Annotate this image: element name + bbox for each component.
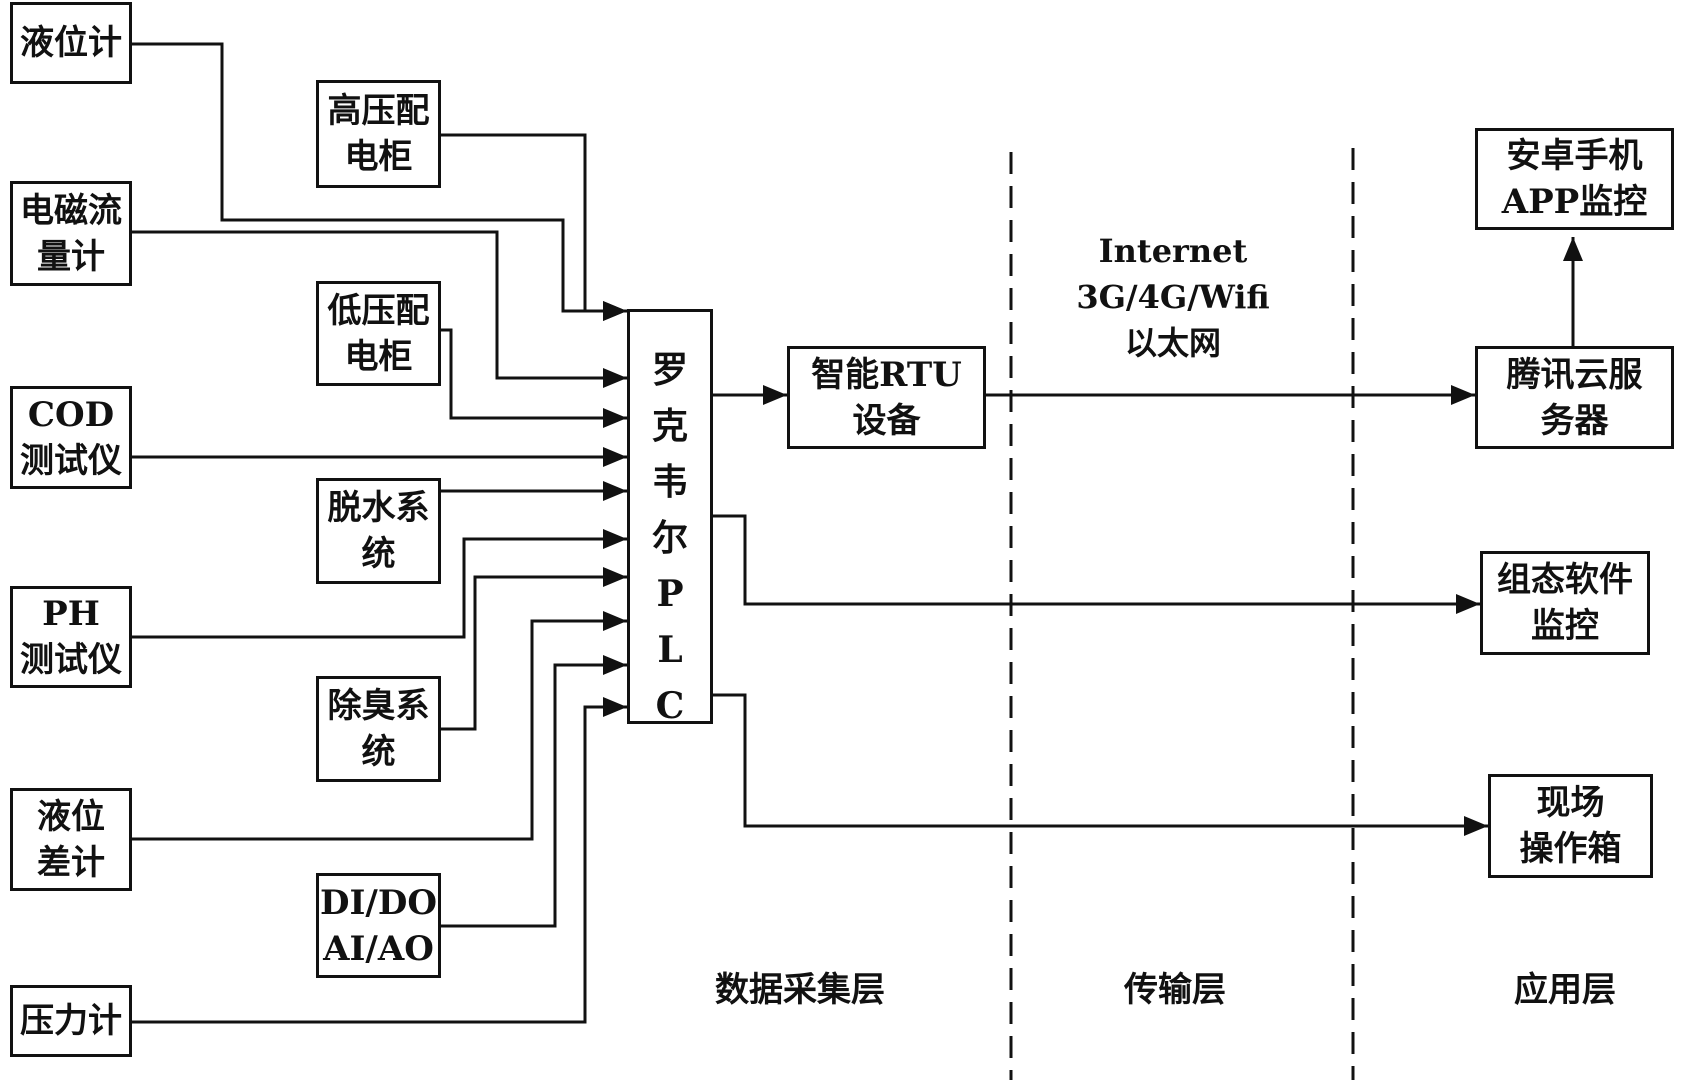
sensor-ph-tester: PH 测试仪 bbox=[10, 586, 132, 688]
subsystem-dewatering: 脱水系 统 bbox=[316, 478, 441, 584]
sensor-em-flowmeter: 电磁流 量计 bbox=[10, 181, 132, 286]
conn-level-meter bbox=[131, 42, 627, 321]
sensor-level-diff-meter: 液位 差计 bbox=[10, 788, 132, 891]
android-app-monitor: 安卓手机 APP监控 bbox=[1475, 128, 1674, 230]
conn-plc-scada bbox=[711, 514, 1480, 614]
sensor-pressure-meter: 压力计 bbox=[10, 985, 132, 1057]
scada-software-monitor: 组态软件 监控 bbox=[1480, 551, 1650, 655]
sensor-cod-tester: COD 测试仪 bbox=[10, 386, 132, 489]
conn-pressure-meter bbox=[131, 697, 627, 1024]
conn-level-diff bbox=[131, 611, 627, 841]
conn-deodor bbox=[439, 567, 627, 731]
rtu-device: 智能RTU 设备 bbox=[787, 346, 986, 449]
tencent-cloud-server: 腾讯云服 务器 bbox=[1475, 346, 1674, 449]
plc-controller: 罗 克 韦 尔 P L C bbox=[627, 309, 713, 727]
subsystem-lv-cabinet: 低压配 电柜 bbox=[316, 281, 441, 386]
conn-io-module bbox=[439, 655, 627, 928]
subsystem-io-module: DI/DO AI/AO bbox=[316, 873, 441, 978]
layer-label-application: 应用层 bbox=[1514, 970, 1616, 1010]
layer-label-transmission: 传输层 bbox=[1124, 970, 1226, 1010]
conn-hv-cabinet bbox=[439, 133, 627, 321]
field-operation-box: 现场 操作箱 bbox=[1488, 774, 1653, 878]
subsystem-hv-cabinet: 高压配 电柜 bbox=[316, 80, 441, 188]
sensor-level-meter: 液位计 bbox=[10, 2, 132, 84]
subsystem-deodor: 除臭系 统 bbox=[316, 676, 441, 782]
network-label: Internet 3G/4G/Wifi 以太网 bbox=[1076, 232, 1270, 362]
layer-label-acquisition: 数据采集层 bbox=[715, 970, 885, 1010]
conn-ph-tester bbox=[131, 529, 627, 639]
conn-plc-fieldbox bbox=[711, 693, 1488, 836]
conn-lv-cabinet bbox=[439, 328, 627, 428]
conn-em-flowmeter bbox=[131, 230, 627, 388]
